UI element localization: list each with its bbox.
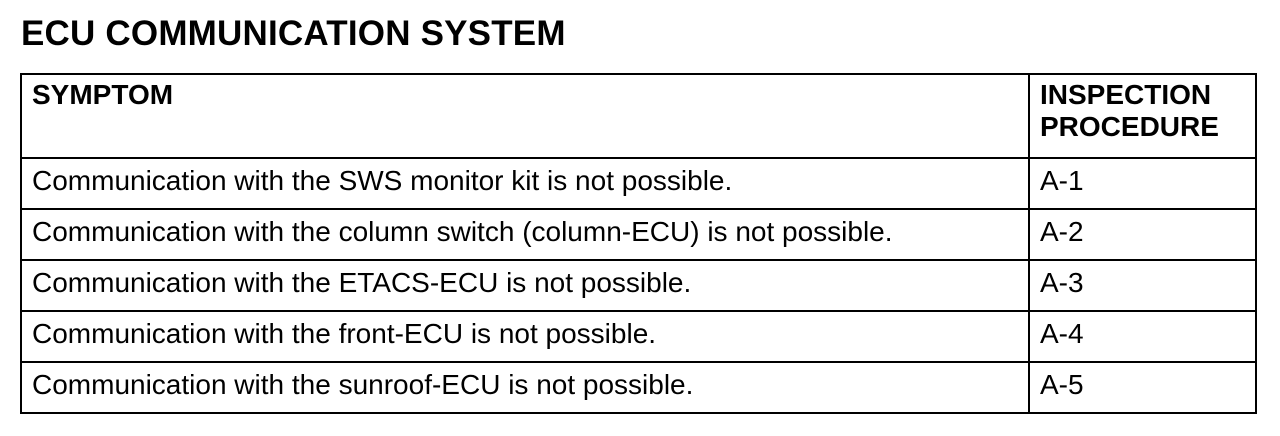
table-row: Communication with the ETACS-ECU is not … <box>20 259 1257 312</box>
table-row: Communication with the SWS monitor kit i… <box>20 157 1257 210</box>
inspection-procedure-header-line1: INSPECTION <box>1040 79 1212 110</box>
procedure-cell: A-1 <box>1028 157 1257 210</box>
symptom-table: SYMPTOM INSPECTION PROCEDURE Communicati… <box>20 73 1257 414</box>
symptom-cell: Communication with the sunroof-ECU is no… <box>20 361 1030 414</box>
procedure-cell: A-2 <box>1028 208 1257 261</box>
symptom-column-header: SYMPTOM <box>20 73 1030 159</box>
inspection-procedure-header-line2: PROCEDURE <box>1040 111 1219 142</box>
symptom-cell: Communication with the SWS monitor kit i… <box>20 157 1030 210</box>
procedure-cell: A-4 <box>1028 310 1257 363</box>
symptom-cell: Communication with the front-ECU is not … <box>20 310 1030 363</box>
page-title: ECU COMMUNICATION SYSTEM <box>21 14 566 53</box>
inspection-procedure-column-header: INSPECTION PROCEDURE <box>1028 73 1257 159</box>
table-row: Communication with the front-ECU is not … <box>20 310 1257 363</box>
table-row: Communication with the sunroof-ECU is no… <box>20 361 1257 414</box>
table-body: Communication with the SWS monitor kit i… <box>20 157 1257 414</box>
table-header-row: SYMPTOM INSPECTION PROCEDURE <box>20 73 1257 159</box>
procedure-cell: A-5 <box>1028 361 1257 414</box>
symptom-cell: Communication with the ETACS-ECU is not … <box>20 259 1030 312</box>
table-row: Communication with the column switch (co… <box>20 208 1257 261</box>
symptom-cell: Communication with the column switch (co… <box>20 208 1030 261</box>
table-header: SYMPTOM INSPECTION PROCEDURE <box>20 73 1257 159</box>
procedure-cell: A-3 <box>1028 259 1257 312</box>
